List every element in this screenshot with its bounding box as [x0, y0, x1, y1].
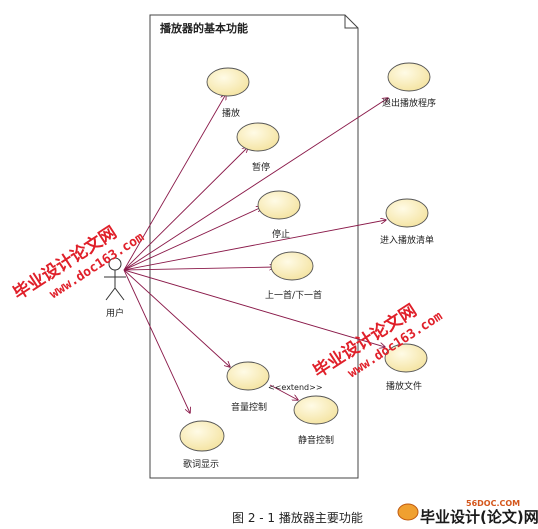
figure-caption: 图 2 - 1 播放器主要功能	[232, 510, 363, 525]
use-case-label-lyrics: 歌词显示	[183, 458, 219, 470]
assoc-play	[123, 94, 226, 271]
use-case-prev-next: 上一首/下一首	[265, 251, 322, 301]
use-case-ellipse	[385, 198, 429, 228]
use-case-label-pause: 暂停	[252, 161, 270, 173]
assoc-prev-next	[123, 267, 275, 271]
watermark-left: 毕业设计论文网 www.doc163.com	[9, 222, 147, 304]
use-case-ellipse	[226, 361, 270, 391]
system-boundary: 播放器的基本功能	[149, 14, 359, 479]
use-case-ellipse	[293, 395, 339, 425]
use-case-ellipse	[257, 190, 301, 220]
assoc-playlist	[123, 220, 386, 271]
logo-small-text: 56DOC.COM	[466, 499, 520, 508]
logo-main-text: 毕业设计(论文)网	[420, 508, 538, 526]
use-case-playlist: 进入播放清单	[380, 198, 434, 246]
use-case-playfile: 播放文件	[384, 343, 428, 392]
assoc-stop	[123, 207, 262, 271]
use-case-stop: 停止	[257, 190, 301, 240]
use-case-label-playlist: 进入播放清单	[380, 234, 434, 246]
assoc-lyrics	[123, 269, 190, 413]
use-case-label-play: 播放	[222, 107, 240, 119]
use-case-exit: 退出播放程序	[382, 62, 436, 109]
use-case-play: 播放	[206, 67, 250, 119]
use-case-lyrics: 歌词显示	[179, 420, 225, 470]
use-case-label-exit: 退出播放程序	[382, 97, 436, 109]
use-case-ellipse	[206, 67, 250, 97]
watermark-right: 毕业设计论文网 www.doc163.com	[309, 300, 445, 382]
assoc-volume	[123, 269, 230, 367]
use-case-mute: 静音控制	[293, 395, 339, 446]
assoc-playfile	[123, 269, 385, 347]
use-case-label-prev-next: 上一首/下一首	[265, 289, 322, 301]
use-case-label-volume: 音量控制	[231, 401, 267, 413]
logo-icon	[397, 503, 419, 521]
use-case-pause: 暂停	[236, 122, 280, 173]
site-logo: 56DOC.COM 毕业设计(论文)网	[397, 499, 538, 526]
assoc-exit	[123, 98, 388, 271]
use-case-label-playfile: 播放文件	[386, 380, 422, 392]
extend-arrow	[269, 384, 298, 400]
use-case-label-mute: 静音控制	[298, 434, 334, 446]
extend-relationship: <<extend>>	[268, 383, 323, 400]
use-case-label-stop: 停止	[272, 228, 290, 240]
actor-user	[104, 257, 126, 301]
use-case-ellipse	[179, 420, 225, 452]
use-case-ellipse	[384, 343, 428, 373]
extend-label: <<extend>>	[268, 383, 323, 392]
use-case-ellipse	[387, 62, 431, 92]
boundary-title: 播放器的基本功能	[160, 21, 248, 35]
use-case-ellipse	[270, 251, 314, 281]
use-case-ellipse	[236, 122, 280, 152]
actor-label: 用户	[106, 307, 124, 319]
assoc-pause	[123, 147, 248, 271]
use-case-volume: 音量控制	[226, 361, 270, 413]
associations	[123, 94, 388, 413]
